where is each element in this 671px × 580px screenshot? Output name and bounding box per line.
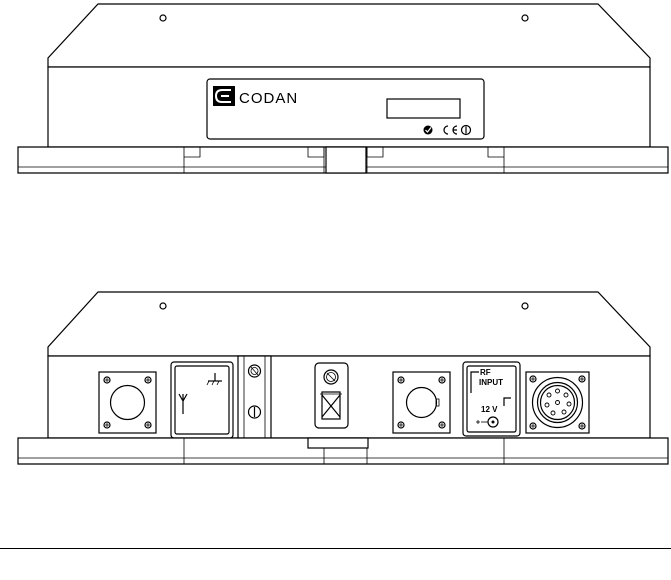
display-window: [387, 99, 460, 118]
multipin-connector: [526, 372, 589, 433]
rf-label: RF: [480, 368, 491, 377]
c-tick-icon: [424, 126, 433, 135]
connector-1: [99, 372, 156, 433]
connector-2: [393, 372, 450, 433]
front-view: CODAN: [18, 4, 668, 173]
fuse-panel: [238, 356, 271, 438]
front-center-clip: [326, 147, 366, 173]
rear-view: RF INPUT 12 V: [18, 292, 668, 464]
rf-input-panel: RF INPUT 12 V: [463, 362, 520, 436]
codan-logo-icon: [213, 86, 235, 106]
fuse-holder-weee: [315, 363, 348, 428]
power-label: 12 V: [481, 405, 498, 414]
rear-center-clip: [308, 438, 368, 448]
rf-input-label: INPUT: [479, 378, 503, 387]
front-top-cover: [48, 4, 650, 67]
antenna-ground-panel: [171, 362, 233, 438]
page-bottom-rule: [0, 548, 671, 549]
brand-name: CODAN: [239, 90, 298, 107]
rear-top-cover: [48, 292, 650, 356]
